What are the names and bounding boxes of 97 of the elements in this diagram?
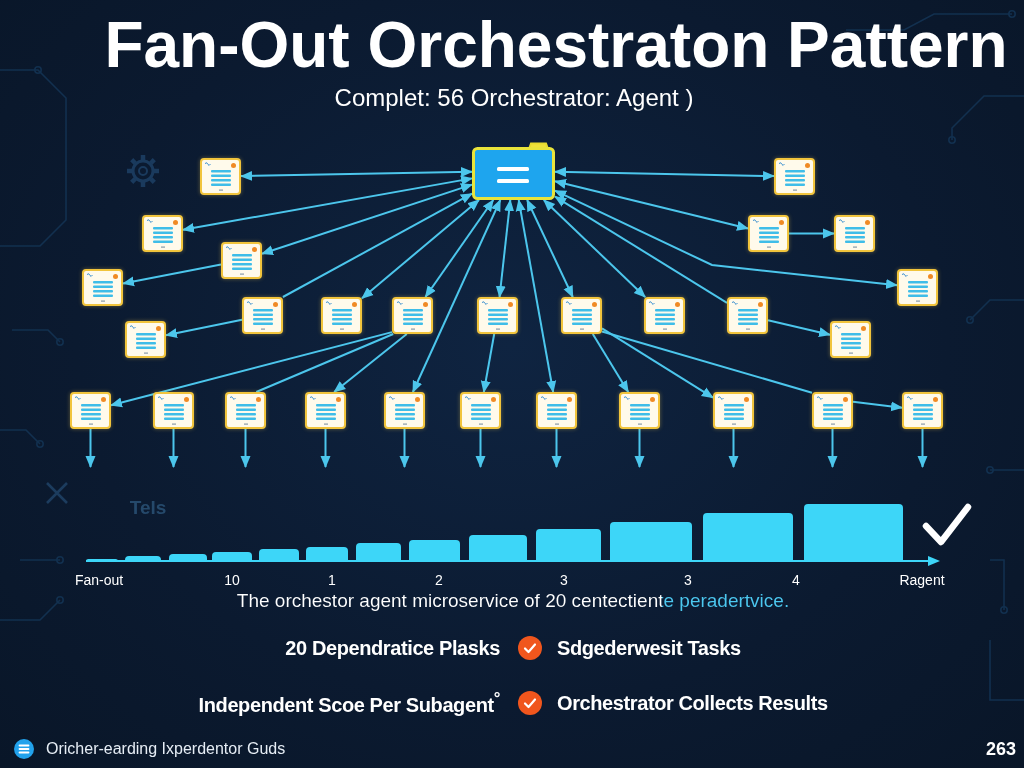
arrow xyxy=(515,199,557,393)
title: Fan-Out Orchestraton Pattern xyxy=(104,9,1008,83)
arrow xyxy=(554,178,749,231)
document-card xyxy=(713,392,754,429)
document-card xyxy=(830,321,871,358)
arrow xyxy=(767,319,831,338)
arrow xyxy=(591,333,630,393)
document-card xyxy=(774,158,815,195)
arrow xyxy=(240,167,473,181)
arrow xyxy=(333,333,408,393)
arrow xyxy=(110,331,393,408)
document-card xyxy=(125,321,166,358)
document-card xyxy=(727,297,768,334)
axis-label: 4 xyxy=(792,571,800,589)
document-card xyxy=(902,392,943,429)
axis-label: Fan-out xyxy=(74,571,124,589)
bar xyxy=(86,559,118,562)
arrow xyxy=(551,428,562,468)
bar xyxy=(169,554,207,562)
arrow xyxy=(634,428,645,468)
document-card xyxy=(142,215,183,252)
arrow xyxy=(554,189,898,290)
feature-text: Sdgederwesit Tasks xyxy=(557,636,741,660)
document-card xyxy=(200,158,241,195)
document-card xyxy=(536,392,577,429)
document-card xyxy=(748,215,789,252)
bar xyxy=(306,547,348,562)
arrow xyxy=(240,428,251,468)
document-card xyxy=(812,392,853,429)
axis-label: 3 xyxy=(560,571,568,589)
document-card xyxy=(225,392,266,429)
axis-label: 1 xyxy=(328,571,336,589)
document-card xyxy=(70,392,111,429)
bar xyxy=(536,529,601,562)
arrow xyxy=(480,333,496,393)
document-card xyxy=(834,215,875,252)
bar xyxy=(125,556,161,562)
arrow xyxy=(554,195,728,304)
arrow xyxy=(168,428,179,468)
feature-text: Independent Scoe Per Subagent$^{°}$ xyxy=(198,689,500,717)
bar xyxy=(469,535,527,562)
arrow xyxy=(495,199,515,298)
document-card xyxy=(305,392,346,429)
arrow xyxy=(399,428,410,468)
axis-label: 3 xyxy=(684,571,692,589)
bar xyxy=(212,552,252,562)
document-card xyxy=(561,297,602,334)
arrow xyxy=(728,428,739,468)
bar xyxy=(409,540,460,562)
document-card xyxy=(321,297,362,334)
arrow xyxy=(165,318,243,338)
document-card xyxy=(477,297,518,334)
footer-text: Oricher-earding Ixperdentor Guds xyxy=(46,739,286,759)
arrow xyxy=(424,199,495,298)
document-card xyxy=(644,297,685,334)
document-card xyxy=(242,297,283,334)
connector-line xyxy=(601,330,813,394)
arrow xyxy=(122,263,222,287)
bar xyxy=(804,504,903,562)
document-card xyxy=(153,392,194,429)
document-card xyxy=(619,392,660,429)
feature-text: Orchestrator Collects Results xyxy=(557,691,828,715)
document-card xyxy=(460,392,501,429)
document-card xyxy=(392,297,433,334)
arrow xyxy=(554,167,775,181)
arrow xyxy=(85,428,96,468)
axis-label: 10 xyxy=(224,571,240,589)
page-number: 263 xyxy=(985,738,1016,760)
faint-label: Tels xyxy=(129,497,167,517)
arrow xyxy=(320,428,331,468)
folder-box xyxy=(472,142,555,200)
bar xyxy=(610,522,692,562)
arrow xyxy=(526,199,574,298)
arrow xyxy=(542,199,647,298)
axis-label: Ragent xyxy=(899,571,945,589)
arrow xyxy=(852,400,903,412)
arrow xyxy=(917,428,928,468)
bar xyxy=(356,543,401,562)
document-card xyxy=(221,242,262,279)
arrow xyxy=(281,192,473,298)
document-card xyxy=(384,392,425,429)
feature-text: 20 Dependratice Plasks xyxy=(285,636,500,660)
document-card xyxy=(897,269,938,306)
arrow xyxy=(182,175,473,233)
connector-line xyxy=(255,333,395,393)
arrow xyxy=(361,199,480,300)
arrow xyxy=(261,183,473,256)
arrow xyxy=(411,199,502,393)
arrow xyxy=(788,228,835,239)
arrow xyxy=(827,428,838,468)
document-card xyxy=(82,269,123,306)
bar xyxy=(259,549,299,562)
arrow xyxy=(475,428,486,468)
arrow xyxy=(601,327,714,399)
bar xyxy=(703,513,793,562)
axis-label: 2 xyxy=(435,571,443,589)
subtitle: Complet: 56 Orchestrator: Agent ) xyxy=(334,84,694,112)
